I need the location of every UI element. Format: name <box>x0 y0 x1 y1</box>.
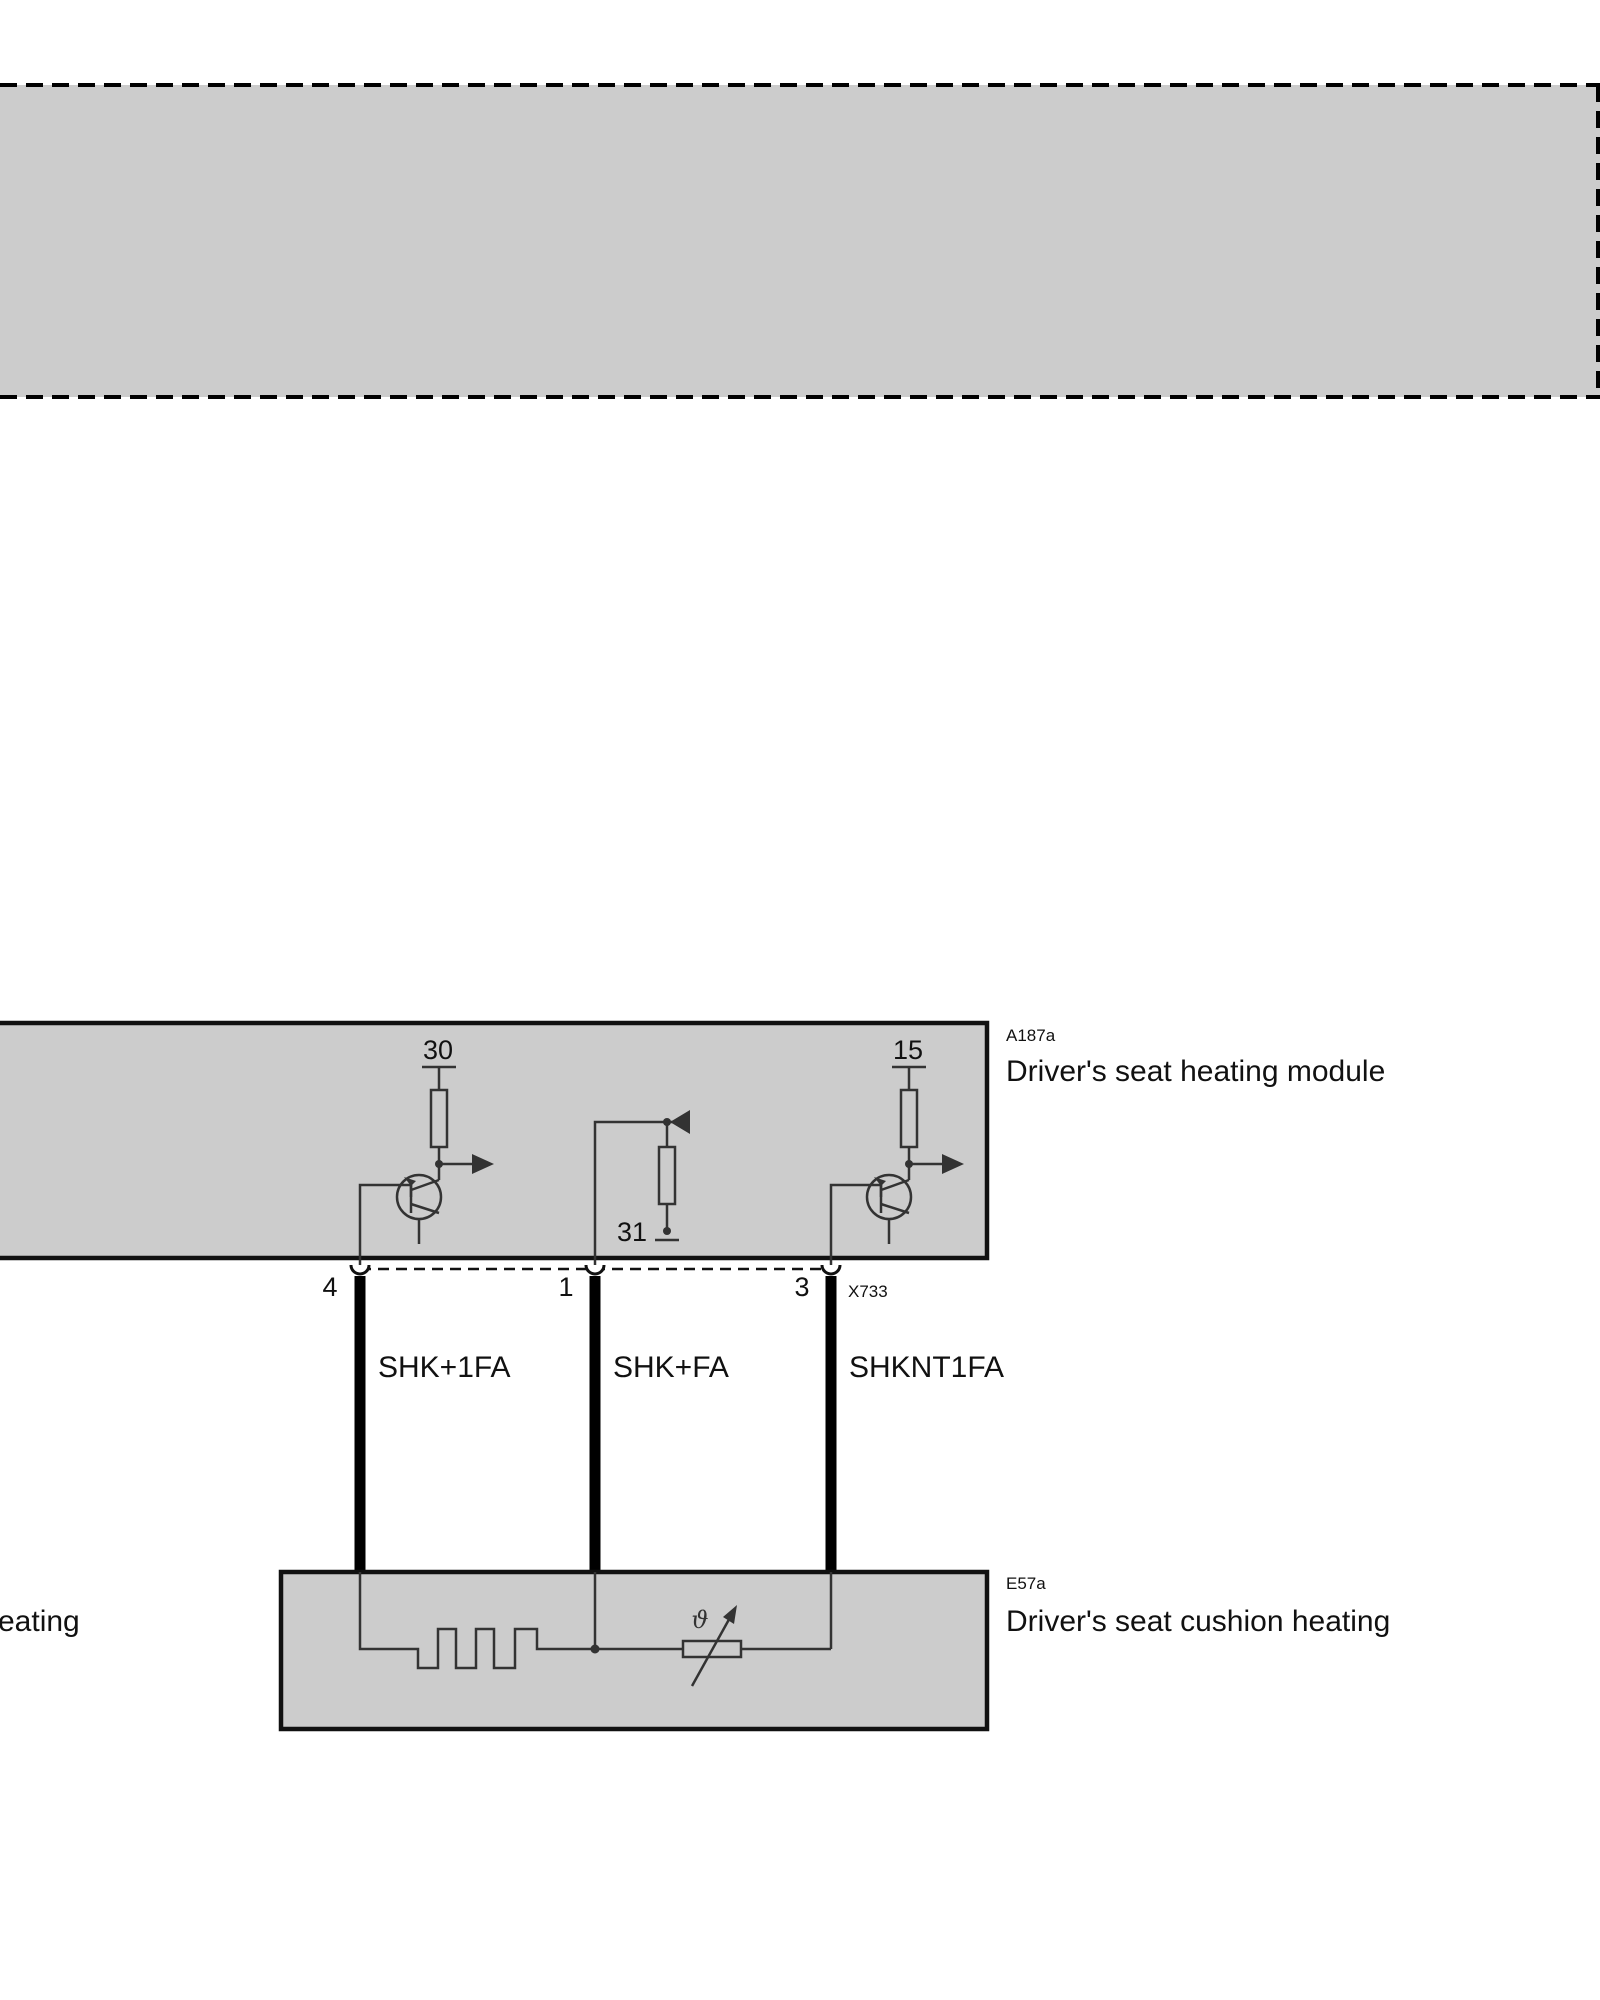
wires: SHK+1FA SHK+FA SHKNT1FA <box>354 1276 1004 1572</box>
terminal-31-pulldown: 31 <box>593 1110 690 1266</box>
module-name: Driver's seat heating module <box>1006 1055 1385 1088</box>
terminal-30-label: 30 <box>423 1035 453 1065</box>
pin-3-number: 3 <box>794 1272 809 1302</box>
ntc-variable-arrow <box>690 1613 734 1687</box>
pin-3-socket <box>820 1264 842 1276</box>
connector-x733: X733 4 1 3 <box>322 1264 888 1302</box>
ntc-theta-symbol: ϑ <box>691 1606 708 1634</box>
output-arrow-15 <box>942 1154 964 1174</box>
terminal-15-label: 15 <box>893 1035 923 1065</box>
heating-code: E57a <box>1006 1574 1046 1593</box>
pin-1-socket <box>584 1264 606 1276</box>
module-box <box>0 1020 990 1261</box>
signal-label-pin-4: SHK+1FA <box>378 1351 511 1384</box>
pin-1-number: 1 <box>558 1272 573 1302</box>
seat-heating-module: 30 31 <box>0 1020 1385 1266</box>
partial-left-label: eating <box>0 1605 80 1638</box>
signal-label-pin-3: SHKNT1FA <box>849 1351 1004 1384</box>
top-component-region <box>0 83 1600 399</box>
pin-4-number: 4 <box>322 1272 337 1302</box>
module-code: A187a <box>1006 1026 1056 1045</box>
pin-4-socket <box>349 1264 371 1276</box>
input-arrow <box>670 1110 690 1134</box>
connector-code: X733 <box>848 1282 888 1301</box>
heating-box <box>278 1569 990 1732</box>
signal-label-pin-1: SHK+FA <box>613 1351 729 1384</box>
terminal-31-label: 31 <box>617 1217 647 1247</box>
heating-name: Driver's seat cushion heating <box>1006 1605 1390 1638</box>
seat-cushion-heating: ϑ E57a Driver's seat cushion heating <box>278 1569 1390 1732</box>
terminal-15-driver: 15 <box>829 1035 964 1266</box>
output-arrow-30 <box>472 1154 494 1174</box>
top-region-fill <box>0 85 1600 397</box>
heating-coil <box>358 1572 595 1670</box>
terminal-30-driver: 30 <box>358 1035 494 1266</box>
